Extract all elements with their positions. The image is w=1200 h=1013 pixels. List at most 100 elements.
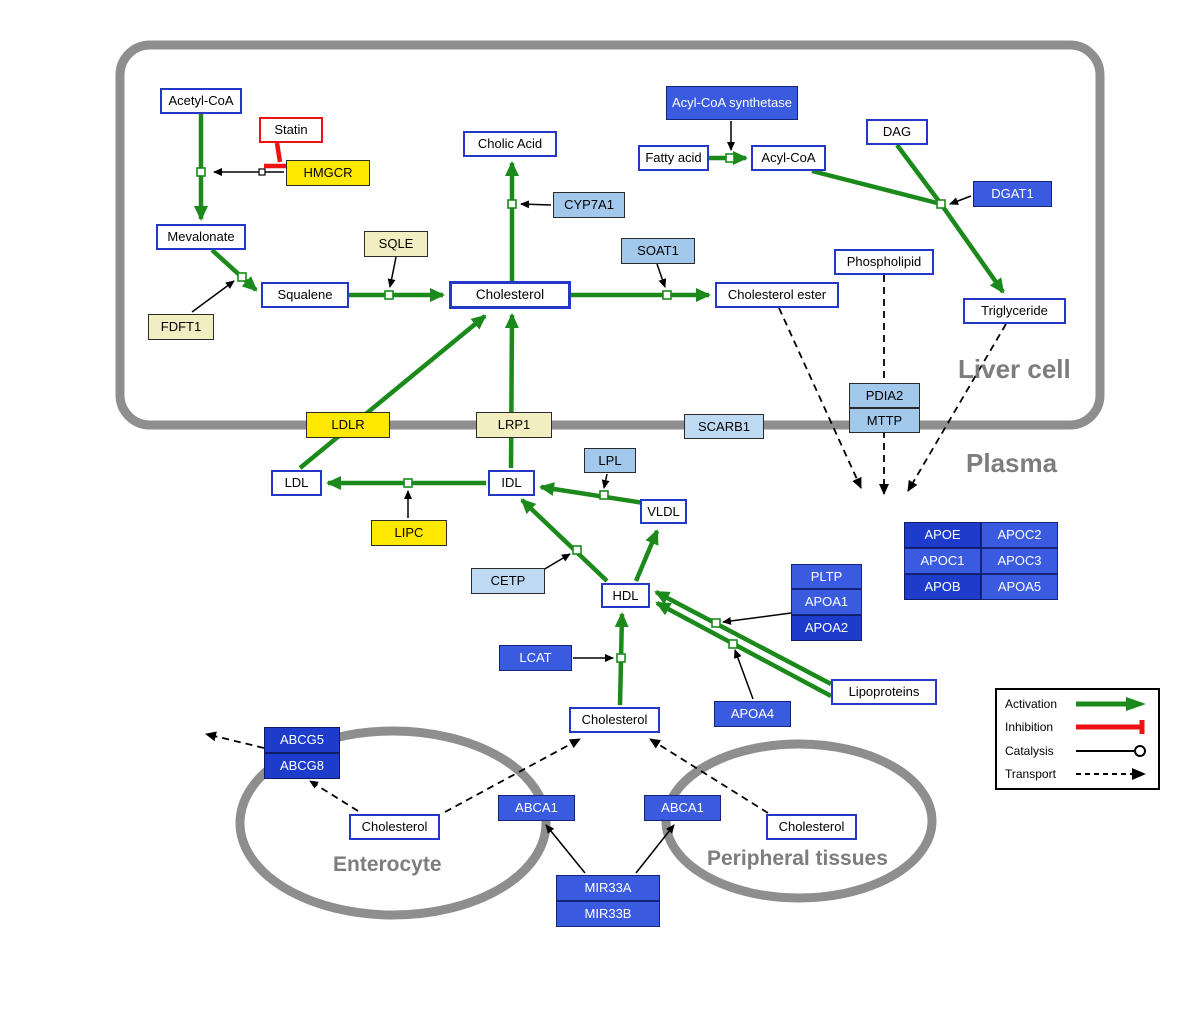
edge-lpl-node xyxy=(601,473,610,489)
edge-abcg-lumen xyxy=(205,731,265,749)
edge-statin-stem xyxy=(274,142,283,163)
node-fatty-acid[interactable]: Fatty acid xyxy=(638,145,709,171)
node-apoa5[interactable]: APOA5 xyxy=(981,574,1058,600)
node-sqle[interactable]: SQLE xyxy=(364,231,428,257)
legend-row-transport: Transport xyxy=(1005,766,1150,782)
node-acyl-coa-synthetase[interactable]: Acyl-CoA synthetase xyxy=(666,86,798,120)
node-idl[interactable]: IDL xyxy=(488,470,535,496)
node-cholesterol-ester[interactable]: Cholesterol ester xyxy=(715,282,839,308)
activation-arrow-symbol xyxy=(1076,697,1146,711)
edge-ldl-cholesterol-via-ldlr xyxy=(298,314,487,470)
node-mttp[interactable]: MTTP xyxy=(849,408,920,433)
inhibition-tbar-symbol xyxy=(1076,720,1145,735)
activation-edges xyxy=(194,114,1005,706)
edge-lipoproteins-hdl-2 xyxy=(655,601,833,698)
edge-mir33-abca1-right xyxy=(635,824,675,874)
node-apoe[interactable]: APOE xyxy=(904,522,981,548)
node-ldl[interactable]: LDL xyxy=(271,470,322,496)
node-hdl[interactable]: HDL xyxy=(601,583,650,608)
node-scarb1[interactable]: SCARB1 xyxy=(684,414,764,439)
edge-hdl-vldl xyxy=(633,529,660,582)
node-soat1[interactable]: SOAT1 xyxy=(621,238,695,264)
node-fdft1[interactable]: FDFT1 xyxy=(148,314,214,340)
node-apoc3[interactable]: APOC3 xyxy=(981,548,1058,574)
liver-cell-membrane xyxy=(115,40,1105,430)
legend-label-transport: Transport xyxy=(1005,766,1056,781)
edge-apoa-node xyxy=(722,612,792,625)
catalysis-circle-symbol xyxy=(1076,744,1146,757)
node-cholesterol-enterocyte[interactable]: Cholesterol xyxy=(349,814,440,840)
node-cholesterol-peripheral[interactable]: Cholesterol xyxy=(766,814,857,840)
node-triglyceride[interactable]: Triglyceride xyxy=(963,298,1066,324)
edge-acylcoa-junction xyxy=(811,168,942,207)
edge-dag-junction xyxy=(895,143,943,206)
edge-mir33-abca1-left xyxy=(545,824,586,874)
edge-vldl-idl xyxy=(539,482,645,506)
edge-fdft1-node xyxy=(191,280,235,313)
node-dag[interactable]: DAG xyxy=(866,119,928,145)
plasma-label: Plasma xyxy=(966,448,1058,478)
legend-label-inhibition: Inhibition xyxy=(1005,720,1054,735)
edge-triglyceride-plasma xyxy=(907,323,1007,492)
edge-enterocholesterol-abcg xyxy=(309,780,359,812)
node-abca1-peripheral[interactable]: ABCA1 xyxy=(644,795,721,821)
edge-cholesterolester-plasma xyxy=(778,307,862,489)
node-acetyl-coa[interactable]: Acetyl-CoA xyxy=(160,88,242,114)
node-vldl[interactable]: VLDL xyxy=(640,499,687,524)
peripheral-tissues-label: Peripheral tissues xyxy=(707,847,888,870)
legend-row-catalysis: Catalysis xyxy=(1005,743,1150,759)
node-dgat1[interactable]: DGAT1 xyxy=(973,181,1052,207)
node-cyp7a1[interactable]: CYP7A1 xyxy=(553,192,625,218)
edge-sqle-node xyxy=(387,256,397,288)
node-abcg8[interactable]: ABCG8 xyxy=(264,753,340,779)
node-lpl[interactable]: LPL xyxy=(584,448,636,473)
node-mir33a[interactable]: MIR33A xyxy=(556,875,660,901)
edge-enterocholesterol-plasmacholesterol xyxy=(444,738,581,813)
node-pltp[interactable]: PLTP xyxy=(791,564,862,589)
liver-cell-label: Liver cell xyxy=(958,354,1071,384)
edge-mevalonate-squalene xyxy=(210,248,258,292)
node-apoa4[interactable]: APOA4 xyxy=(714,701,791,727)
node-phospholipid[interactable]: Phospholipid xyxy=(834,249,934,275)
node-apob[interactable]: APOB xyxy=(904,574,981,600)
node-lrp1[interactable]: LRP1 xyxy=(476,412,552,438)
edge-cetp-node xyxy=(542,553,571,571)
node-mevalonate[interactable]: Mevalonate xyxy=(156,224,246,250)
edge-apoa4-node xyxy=(734,649,754,700)
node-lipoproteins[interactable]: Lipoproteins xyxy=(831,679,937,705)
node-apoa1[interactable]: APOA1 xyxy=(791,589,862,615)
edge-hdl-idl xyxy=(520,498,609,583)
legend-label-catalysis: Catalysis xyxy=(1005,743,1054,758)
node-statin[interactable]: Statin xyxy=(259,117,323,143)
enterocyte-label: Enterocyte xyxy=(333,853,442,876)
node-lcat[interactable]: LCAT xyxy=(499,645,572,671)
legend-label-activation: Activation xyxy=(1005,697,1058,711)
node-ldlr[interactable]: LDLR xyxy=(306,412,390,438)
reaction-nodes xyxy=(196,153,946,663)
edge-cyp7a1-node xyxy=(520,200,552,209)
peripheral-tissues-membrane xyxy=(661,739,937,903)
edge-idl-cholesterol-via-lrp1 xyxy=(504,313,519,469)
node-pdia2[interactable]: PDIA2 xyxy=(849,383,920,408)
node-apoc2[interactable]: APOC2 xyxy=(981,522,1058,548)
node-lipc[interactable]: LIPC xyxy=(371,520,447,546)
node-cetp[interactable]: CETP xyxy=(471,568,545,594)
enterocyte-membrane xyxy=(235,726,551,920)
edge-dgat1-node xyxy=(949,195,972,205)
edge-lipoproteins-hdl-1 xyxy=(654,590,833,686)
node-cholic-acid[interactable]: Cholic Acid xyxy=(463,131,557,157)
node-apoa2[interactable]: APOA2 xyxy=(791,615,862,641)
node-cholesterol-plasma[interactable]: Cholesterol xyxy=(569,707,660,733)
node-apoc1[interactable]: APOC1 xyxy=(904,548,981,574)
node-cholesterol-liver[interactable]: Cholesterol xyxy=(449,281,571,309)
node-abcg5[interactable]: ABCG5 xyxy=(264,727,340,753)
node-abca1-enterocyte[interactable]: ABCA1 xyxy=(498,795,575,821)
node-squalene[interactable]: Squalene xyxy=(261,282,349,308)
node-acyl-coa[interactable]: Acyl-CoA xyxy=(751,145,826,171)
node-mir33b[interactable]: MIR33B xyxy=(556,901,660,927)
node-hmgcr[interactable]: HMGCR xyxy=(286,160,370,186)
catalysis-edges xyxy=(191,121,972,874)
